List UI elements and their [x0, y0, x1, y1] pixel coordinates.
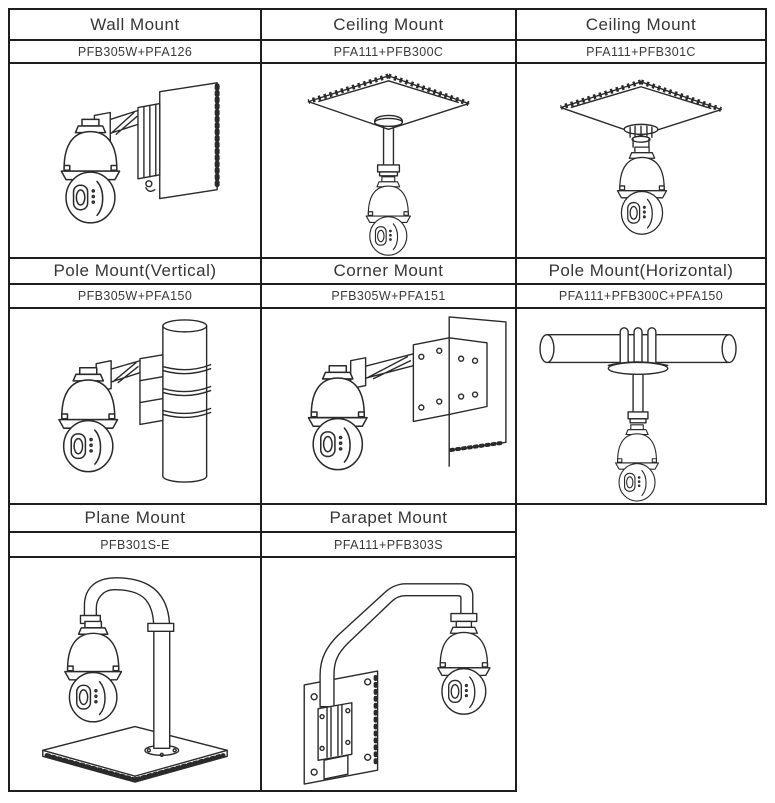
cell-parts-pole-mount-horizontal: PFA111+PFB300C+PFA150: [517, 285, 767, 309]
part-numbers: PFA111+PFB300C: [333, 44, 444, 59]
cell-title-parapet-mount: Parapet Mount: [262, 505, 517, 533]
part-numbers: PFA111+PFB303S: [333, 537, 444, 552]
ceiling-mount-pendant-illustration: [262, 64, 517, 259]
mounting-options-table: Wall Mount Ceiling Mount Ceiling Mount P…: [8, 8, 767, 792]
part-numbers: PFB305W+PFA151: [331, 289, 446, 303]
empty-cell: [517, 533, 767, 558]
pole-mount-vertical-illustration: [10, 309, 262, 505]
mount-title: Ceiling Mount: [333, 14, 444, 34]
plane-mount-illustration: [10, 558, 262, 792]
wall-mount-illustration: [10, 64, 262, 259]
cell-parts-parapet-mount: PFA111+PFB303S: [262, 533, 517, 558]
empty-cell: [517, 505, 767, 533]
cell-title-corner-mount: Corner Mount: [262, 259, 517, 285]
part-numbers: PFA111+PFB300C+PFA150: [558, 289, 724, 303]
mount-title: Parapet Mount: [329, 508, 448, 527]
mount-title: Ceiling Mount: [585, 14, 697, 34]
cell-parts-pole-mount-vertical: PFB305W+PFA150: [10, 285, 262, 309]
part-numbers: PFB305W+PFA150: [77, 289, 193, 303]
empty-cell: [517, 558, 767, 792]
cell-title-wall-mount: Wall Mount: [10, 10, 262, 41]
part-numbers: PFB305W+PFA126: [77, 44, 193, 59]
cell-parts-ceiling-mount-1: PFA111+PFB300C: [262, 41, 517, 64]
part-numbers: PFB301S-E: [100, 537, 170, 552]
cell-title-ceiling-mount-2: Ceiling Mount: [517, 10, 767, 41]
cell-parts-corner-mount: PFB305W+PFA151: [262, 285, 517, 309]
cell-parts-ceiling-mount-2: PFA111+PFB301C: [517, 41, 767, 64]
part-numbers: PFA111+PFB301C: [586, 44, 696, 59]
cell-parts-wall-mount: PFB305W+PFA126: [10, 41, 262, 64]
cell-parts-plane-mount: PFB301S-E: [10, 533, 262, 558]
pole-mount-horizontal-illustration: [517, 309, 767, 505]
mount-title: Corner Mount: [333, 261, 444, 280]
cell-title-pole-mount-horizontal: Pole Mount(Horizontal): [517, 259, 767, 285]
cell-title-ceiling-mount-1: Ceiling Mount: [262, 10, 517, 41]
parapet-mount-illustration: [262, 558, 517, 792]
corner-mount-illustration: [262, 309, 517, 505]
ceiling-mount-direct-illustration: [517, 64, 767, 259]
mount-title: Pole Mount(Vertical): [53, 261, 217, 280]
cell-title-plane-mount: Plane Mount: [10, 505, 262, 533]
mount-title: Wall Mount: [90, 14, 180, 34]
cell-title-pole-mount-vertical: Pole Mount(Vertical): [10, 259, 262, 285]
mount-title: Pole Mount(Horizontal): [548, 261, 734, 280]
mount-title: Plane Mount: [84, 508, 186, 527]
